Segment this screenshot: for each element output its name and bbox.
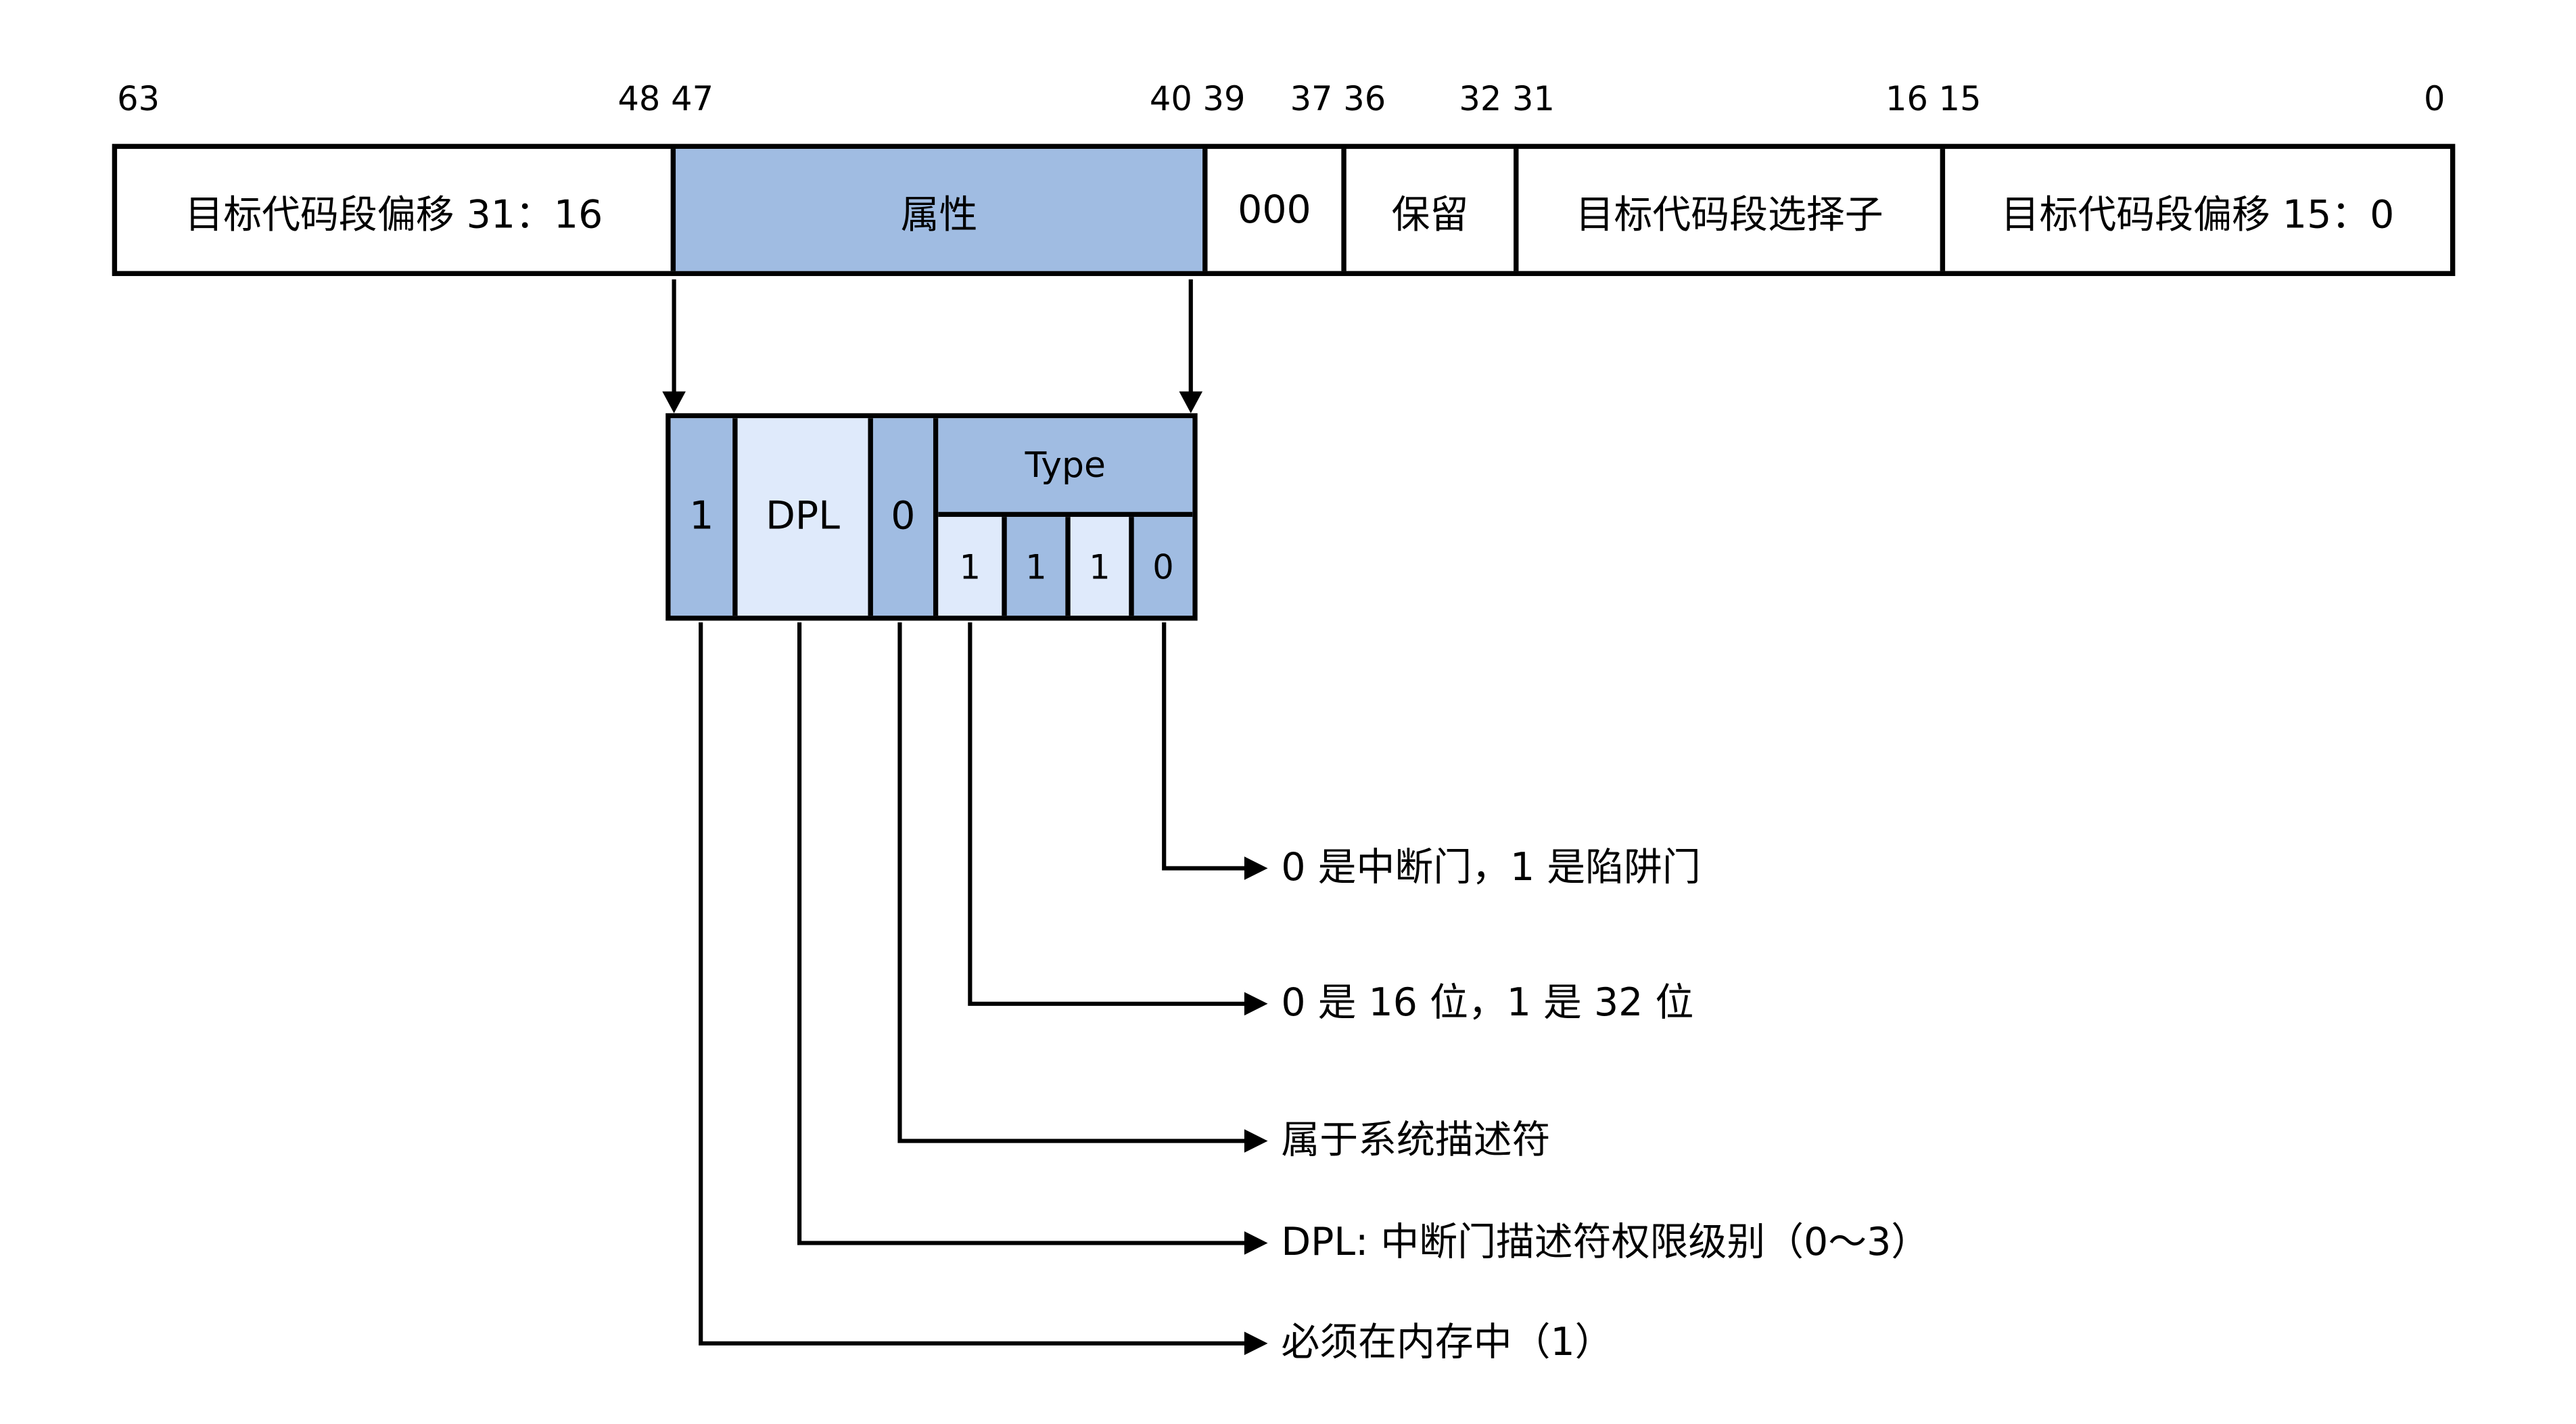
- leader-present-bit: [699, 622, 1246, 1346]
- leader-dpl: [797, 622, 1246, 1245]
- annotation-dpl: DPL: 中断门描述符权限级别（0～3）: [1281, 1221, 1930, 1265]
- zeros-cell: 000: [1202, 149, 1341, 271]
- descriptor-row: 目标代码段偏移 31：16 属性 000 保留 目标代码段选择子 目标代码段偏移…: [112, 143, 2456, 277]
- attr-expand-arrowhead-left-icon: [662, 391, 686, 413]
- s-bit-cell: 0: [868, 418, 933, 616]
- dpl-cell: DPL: [732, 418, 868, 616]
- bit-label-40-39: 40 39: [1149, 78, 1246, 119]
- leader-gate-size-bit: [968, 622, 1246, 1006]
- type-field: Type 1 1 1 0: [933, 418, 1193, 616]
- leader-gate-type-bit: [1162, 622, 1246, 871]
- attr-expand-arrowhead-right-icon: [1179, 391, 1203, 413]
- leader-arrowhead-dpl-icon: [1244, 1231, 1268, 1255]
- bit-label-48-47: 48 47: [617, 78, 714, 119]
- leader-arrowhead-gate-type-icon: [1244, 856, 1268, 880]
- leader-arrowhead-present-icon: [1244, 1331, 1268, 1356]
- annotation-system-descriptor: 属于系统描述符: [1281, 1119, 1551, 1163]
- bit-label-37-36: 37 36: [1290, 78, 1386, 119]
- annotation-gate-size: 0 是 16 位，1 是 32 位: [1281, 982, 1694, 1026]
- attribute-detail-box: 1 DPL 0 Type 1 1 1 0: [665, 413, 1198, 621]
- type-bit-3-cell: 1: [938, 517, 1002, 616]
- annotation-gate-type: 0 是中断门，1 是陷阱门: [1281, 846, 1701, 890]
- offset-low-cell: 目标代码段偏移 15：0: [1940, 149, 2450, 271]
- leader-arrowhead-s-bit-icon: [1244, 1129, 1268, 1153]
- selector-cell: 目标代码段选择子: [1514, 149, 1940, 271]
- bit-label-63: 63: [117, 78, 160, 119]
- offset-high-cell: 目标代码段偏移 31：16: [185, 193, 603, 237]
- type-bits-row: 1 1 1 0: [938, 517, 1193, 616]
- reserved-cell: 保留: [1341, 149, 1514, 271]
- leader-s-bit: [897, 622, 1246, 1143]
- leader-arrowhead-gate-size-icon: [1244, 992, 1268, 1016]
- type-header: Type: [938, 418, 1193, 518]
- bit-label-32-31: 32 31: [1459, 78, 1555, 119]
- attributes-cell: 属性: [670, 149, 1203, 271]
- annotation-present: 必须在内存中（1）: [1281, 1321, 1614, 1365]
- bit-label-0: 0: [2424, 78, 2445, 119]
- type-bit-2-cell: 1: [1002, 517, 1066, 616]
- type-bit-1-cell: 1: [1065, 517, 1129, 616]
- present-bit-cell: 1: [670, 418, 733, 616]
- type-bit-0-cell: 0: [1129, 517, 1193, 616]
- bit-label-16-15: 16 15: [1885, 78, 1982, 119]
